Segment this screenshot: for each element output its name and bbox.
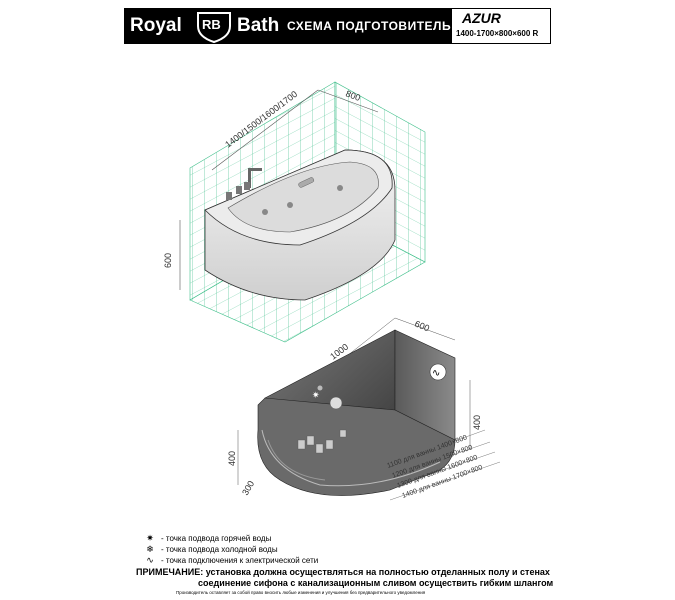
legend-text: - точка подвода холодной воды: [161, 545, 278, 554]
cold-water-point-icon: [329, 396, 343, 410]
brand-mark: RB: [202, 17, 221, 32]
legend-text: - точка подвода горячей воды: [161, 534, 272, 543]
top-view: 1400/1500/1600/1700 800 600: [163, 81, 426, 343]
model-box: AZUR 1400-1700×800×600 R: [451, 8, 551, 44]
niche-right-height: 400: [472, 415, 482, 430]
electric-symbol-icon: ∿: [432, 368, 440, 379]
note-line1: установка должна осуществляться на полно…: [205, 567, 550, 577]
bottom-view: ✷ ∿ 1000 600 400 400 300 1100 для ванны …: [227, 317, 501, 501]
niche-floor: [257, 397, 456, 496]
legend-row: ✷ - точка подвода горячей воды: [143, 533, 318, 544]
legend-row: ❄ - точка подвода холодной воды: [143, 544, 318, 555]
height-dimension: 600: [163, 253, 173, 268]
width-dimension: 800: [344, 88, 362, 103]
faucet-icon: [226, 168, 262, 200]
legend-row: ∿ - точка подключения к электрической се…: [143, 555, 318, 566]
niche-depth-dimension: 600: [413, 319, 431, 334]
hot-water-icon: ✷: [146, 533, 154, 543]
jet-icon: [337, 185, 343, 191]
electric-icon: ∿: [146, 555, 154, 565]
brand-bath: Bath: [237, 15, 280, 36]
niche-front-dimension: 300: [240, 479, 256, 497]
cold-water-icon: ❄: [146, 544, 154, 554]
valve-icon: [317, 385, 323, 391]
jet-icon: [287, 202, 293, 208]
note: ПРИМЕЧАНИЕ: установка должна осуществлят…: [136, 567, 556, 589]
legend-text: - точка подключения к электрической сети: [161, 556, 319, 565]
note-line2: соединение сифона с канализационным слив…: [198, 578, 554, 588]
brand-royal: Royal: [130, 15, 182, 36]
brand-shield-icon: [197, 12, 231, 44]
legend: ✷ - точка подвода горячей воды ❄ - точка…: [143, 533, 318, 566]
model-size: 1400-1700×800×600 R: [456, 29, 539, 38]
electric-point-icon: [429, 363, 447, 381]
jet-icon: [262, 209, 268, 215]
niche-left-height: 400: [227, 451, 237, 466]
header-banner: Royal RB Bath СХЕМА ПОДГОТОВИТЕЛЬНЫХ РАБ…: [124, 8, 551, 44]
footer-disclaimer: Производитель оставляет за собой право в…: [176, 590, 426, 595]
note-label: ПРИМЕЧАНИЕ:: [136, 567, 204, 577]
hot-water-point-icon: ✷: [312, 390, 320, 400]
model-name: AZUR: [462, 10, 501, 26]
fittings-icon: [297, 429, 347, 454]
headrest-icon: [298, 177, 315, 188]
